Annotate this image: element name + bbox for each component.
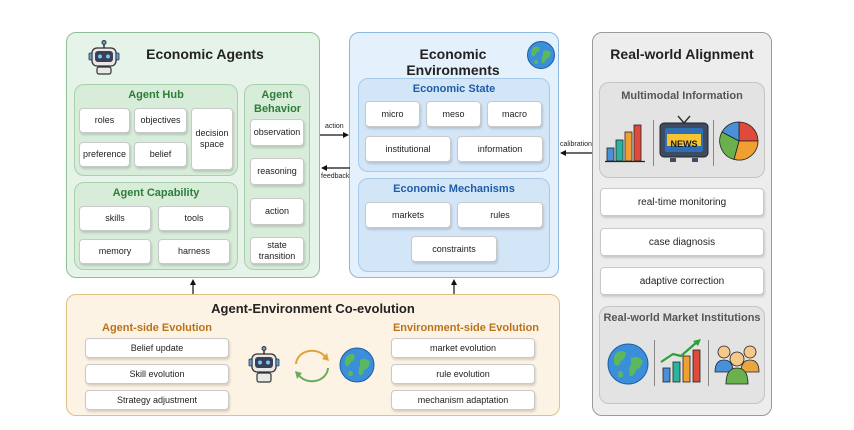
pie-chart-icon	[719, 121, 759, 161]
hub-item-belief: belief	[134, 142, 187, 167]
robot-icon	[88, 40, 120, 75]
calibration-arrow	[560, 150, 592, 156]
action-label: action	[325, 123, 344, 130]
capability-item-memory: memory	[79, 239, 151, 264]
robot-icon	[248, 346, 280, 383]
agent-evo-item-strategy-adjustment: Strategy adjustment	[85, 390, 229, 410]
hub-item-decision-space: decision space	[191, 108, 233, 170]
economic-agents-title: Economic Agents	[146, 46, 264, 62]
bar-chart-icon	[605, 124, 645, 163]
hub-item-roles: roles	[79, 108, 130, 133]
agent-capability-title: Agent Capability	[112, 187, 200, 199]
action-arrow	[320, 132, 349, 138]
divider	[654, 340, 655, 386]
capability-item-skills: skills	[79, 206, 151, 231]
mechanism-item-constraints: constraints	[411, 236, 497, 262]
behavior-item-observation: observation	[250, 119, 304, 146]
calibration-label: calibration	[560, 141, 592, 148]
behavior-item-state-transition: state transition	[250, 237, 304, 264]
coevolution-title: Agent-Environment Co-evolution	[211, 301, 415, 316]
agent-hub-title: Agent Hub	[128, 89, 184, 101]
cycle-arrows-icon	[295, 349, 329, 383]
state-item-macro: macro	[487, 101, 542, 127]
economic-mechanisms-title: Economic Mechanisms	[393, 183, 515, 195]
divider	[653, 120, 654, 166]
divider	[708, 340, 709, 386]
agent-side-evolution-title: Agent-side Evolution	[102, 322, 212, 334]
agent-evo-item-skill-evolution: Skill evolution	[85, 364, 229, 384]
real-world-alignment-title: Real-world Alignment	[610, 46, 754, 62]
hub-item-preference: preference	[79, 142, 130, 167]
growth-chart-icon	[660, 339, 701, 383]
env-evo-item-market-evolution: market evolution	[391, 338, 535, 358]
coevo-to-env-arrow	[451, 279, 457, 294]
state-item-information: information	[457, 136, 543, 162]
alignment-item-adaptive-correction: adaptive correction	[600, 267, 764, 295]
hub-item-objectives: objectives	[134, 108, 187, 133]
behavior-item-action: action	[250, 198, 304, 225]
agent-behavior-title: Agent Behavior	[254, 89, 302, 115]
coevo-to-agents-arrow	[190, 279, 196, 294]
feedback-label: feedback	[321, 173, 350, 180]
globe-icon	[607, 343, 649, 385]
env-evo-item-mechanism-adaptation: mechanism adaptation	[391, 390, 535, 410]
multimodal-information-title: Multimodal Information	[621, 90, 743, 102]
alignment-item-case-diagnosis: case diagnosis	[600, 228, 764, 256]
market-institutions-title: Real-world Market Institutions	[603, 312, 761, 324]
behavior-item-reasoning: reasoning	[250, 158, 304, 185]
news-label: NEWS	[670, 139, 698, 149]
divider	[713, 120, 714, 166]
state-item-institutional: institutional	[365, 136, 451, 162]
economic-environments-title: Economic Environments	[406, 46, 500, 78]
state-item-micro: micro	[365, 101, 420, 127]
alignment-item-real-time-monitoring: real-time monitoring	[600, 188, 764, 216]
mechanism-item-markets: markets	[365, 202, 451, 228]
mechanism-item-rules: rules	[457, 202, 543, 228]
feedback-arrow	[321, 165, 350, 171]
capability-item-harness: harness	[158, 239, 230, 264]
people-icon	[714, 345, 760, 385]
tv-news-icon	[659, 115, 709, 162]
globe-icon	[339, 347, 375, 383]
env-side-evolution-title: Environment-side Evolution	[392, 322, 540, 334]
globe-icon	[527, 41, 555, 69]
env-evo-item-rule-evolution: rule evolution	[391, 364, 535, 384]
capability-item-tools: tools	[158, 206, 230, 231]
state-item-meso: meso	[426, 101, 481, 127]
economic-state-title: Economic State	[412, 83, 496, 95]
agent-evo-item-belief-update: Belief update	[85, 338, 229, 358]
